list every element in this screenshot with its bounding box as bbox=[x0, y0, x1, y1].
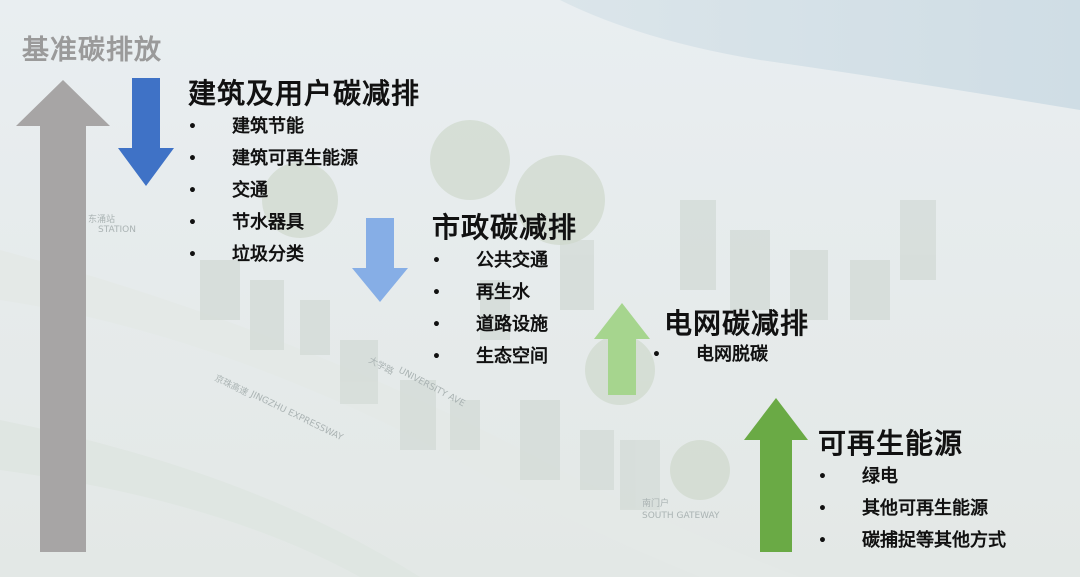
list-item-label: 其他可再生能源 bbox=[862, 493, 988, 525]
list-item-label: 生态空间 bbox=[476, 341, 548, 373]
bullet: • bbox=[188, 111, 197, 143]
list-item-label: 公共交通 bbox=[476, 245, 548, 277]
bullet: • bbox=[432, 341, 441, 373]
baseline-arrow-shape bbox=[16, 80, 110, 552]
list-item-label: 建筑节能 bbox=[232, 111, 304, 143]
renewable-energy-arrow bbox=[744, 398, 808, 552]
municipal-arrow-shape bbox=[352, 218, 408, 302]
map-label-gateway-en: SOUTH GATEWAY bbox=[642, 511, 720, 521]
bullet: • bbox=[432, 245, 441, 277]
list-item-label: 垃圾分类 bbox=[232, 239, 304, 271]
bullet: • bbox=[188, 207, 197, 239]
bullet: • bbox=[652, 339, 661, 371]
bullet: • bbox=[432, 309, 441, 341]
bullet: • bbox=[818, 493, 827, 525]
baseline-emission-arrow bbox=[16, 80, 110, 552]
list-item-label: 交通 bbox=[232, 175, 268, 207]
building-reduction-arrow bbox=[118, 78, 174, 186]
renewable-arrow-shape bbox=[744, 398, 808, 552]
renewable-section-title: 可再生能源 bbox=[818, 422, 963, 462]
list-item-label: 建筑可再生能源 bbox=[232, 143, 358, 175]
list-item-label: 道路设施 bbox=[476, 309, 548, 341]
grid-arrow-shape bbox=[594, 303, 650, 395]
list-item-label: 绿电 bbox=[862, 461, 898, 493]
list-item-label: 再生水 bbox=[476, 277, 530, 309]
baseline-emission-label: 基准碳排放 bbox=[22, 28, 162, 67]
bullet: • bbox=[188, 175, 197, 207]
grid-section-title: 电网碳减排 bbox=[664, 302, 809, 342]
building-arrow-shape bbox=[118, 78, 174, 186]
map-label-gateway: 南门户 bbox=[642, 497, 669, 509]
list-item-label: 节水器具 bbox=[232, 207, 304, 239]
bullet: • bbox=[818, 461, 827, 493]
grid-reduction-arrow bbox=[594, 303, 650, 395]
bullet: • bbox=[818, 525, 827, 557]
bullet: • bbox=[188, 239, 197, 271]
building-section-title: 建筑及用户碳减排 bbox=[188, 72, 420, 112]
bullet: • bbox=[432, 277, 441, 309]
municipal-reduction-arrow bbox=[352, 218, 408, 302]
municipal-section-title: 市政碳减排 bbox=[432, 206, 577, 246]
bullet: • bbox=[188, 143, 197, 175]
list-item-label: 电网脱碳 bbox=[696, 339, 768, 371]
list-item-label: 碳捕捉等其他方式 bbox=[862, 525, 1006, 557]
